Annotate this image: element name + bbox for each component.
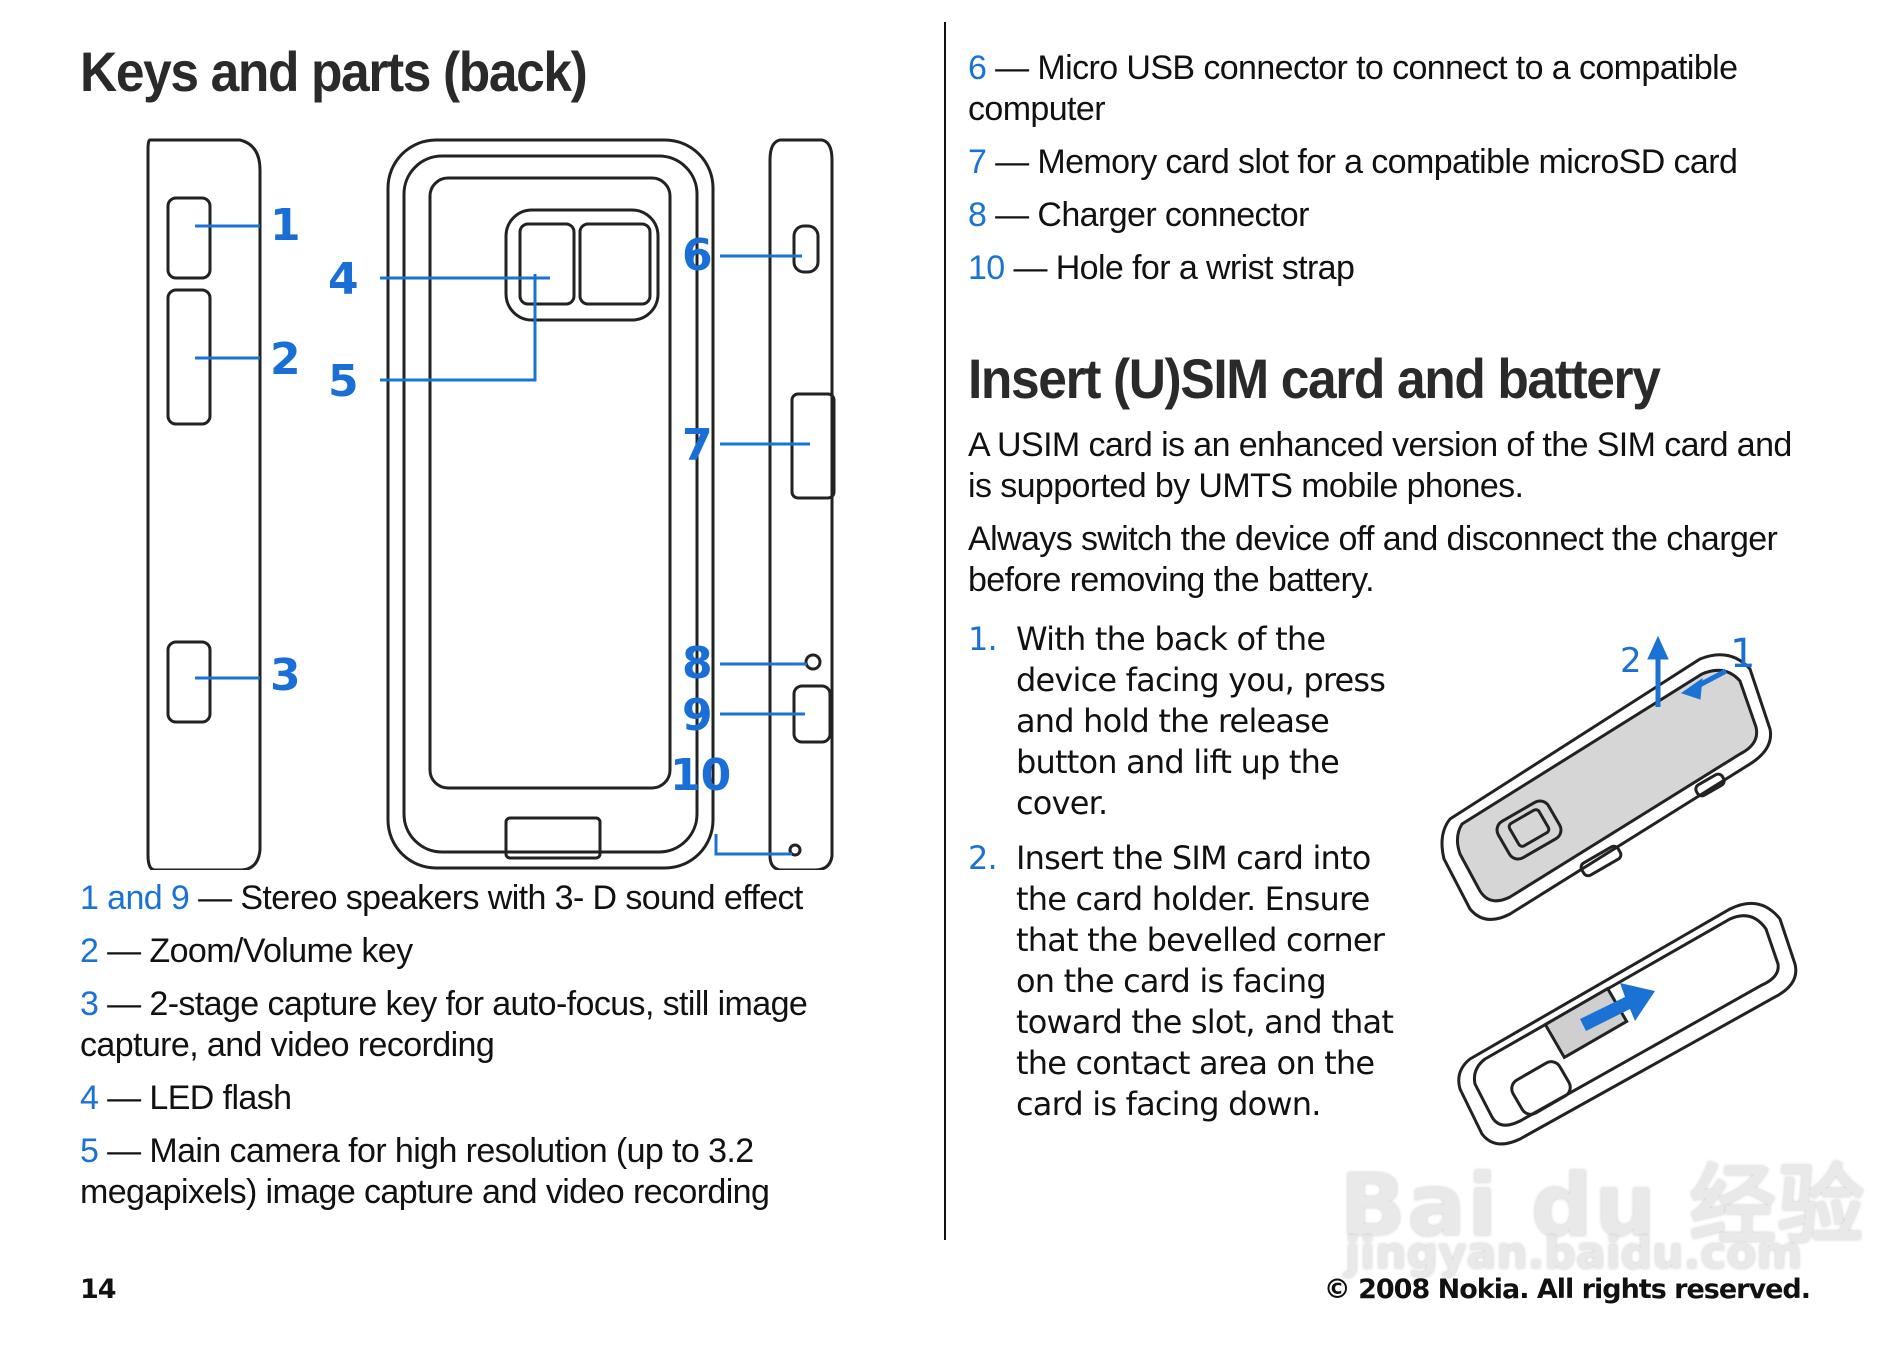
right-column: 6 — Micro USB connector to connect to a … (968, 48, 1818, 1146)
right-side-view (768, 138, 834, 871)
callout-7: 7 (682, 420, 713, 472)
callout-6: 6 (682, 230, 713, 282)
charger-connector (804, 653, 822, 671)
left-side-view (146, 138, 262, 871)
left-column: Keys and parts (back) (80, 40, 880, 1225)
callout-3: 3 (270, 650, 301, 702)
instruction-steps: 1. With the back of the device facing yo… (968, 619, 1818, 1146)
parts-legend-right: 6 — Micro USB connector to connect to a … (968, 48, 1818, 289)
legend-item: 6 — Micro USB connector to connect to a … (968, 49, 1738, 128)
intro-text: A USIM card is an enhanced version of th… (968, 425, 1818, 601)
callout-5: 5 (328, 356, 359, 408)
column-divider (944, 22, 946, 1240)
phone-back-diagram: 1 2 3 4 5 6 7 8 9 10 (80, 130, 880, 871)
phone-with-cover (1440, 653, 1773, 922)
micro-usb-port (792, 224, 820, 274)
step-text: With the back of the device facing you, … (1016, 620, 1386, 823)
legend-item: 2 — Zoom/Volume key (80, 932, 413, 971)
main-camera (578, 222, 652, 306)
capture-key (166, 640, 212, 724)
callout-1: 1 (270, 200, 301, 252)
legend-item: 3 — 2-stage capture key for auto-focus, … (80, 985, 808, 1065)
sim-insertion-illustration: 1 2 (1430, 619, 1830, 1179)
camera-housing (504, 208, 660, 322)
legend-item: 7 — Memory card slot for a compatible mi… (968, 143, 1738, 181)
legend-item: 5 — Main camera for high resolution (up … (80, 1132, 770, 1212)
strap-hole (788, 843, 802, 857)
insert-arrow (1580, 983, 1655, 1032)
callout-2: 2 (270, 334, 301, 386)
legend-item: 4 — LED flash (80, 1079, 292, 1118)
parts-legend-left: 1 and 9 — Stereo speakers with 3- D soun… (80, 878, 880, 1213)
intro-paragraph: A USIM card is an enhanced version of th… (968, 426, 1792, 506)
callout-8: 8 (682, 638, 713, 690)
step-number: 1. (968, 620, 998, 659)
step-item: 1. With the back of the device facing yo… (968, 619, 1418, 824)
callout-step-2: 2 (1620, 641, 1642, 682)
back-view (386, 138, 715, 870)
step-number: 2. (968, 839, 998, 878)
intro-paragraph: Always switch the device off and disconn… (968, 520, 1778, 600)
page-number: 14 (80, 1274, 117, 1305)
callout-step-1: 1 (1730, 631, 1756, 678)
phone-illustration (146, 138, 836, 871)
callout-9: 9 (682, 690, 713, 742)
step-text: Insert the SIM card into the card holder… (1016, 839, 1394, 1124)
phone-isometric-illustration (1440, 636, 1798, 1146)
legend-item: 1 and 9 — Stereo speakers with 3- D soun… (80, 879, 803, 918)
legend-item: 8 — Charger connector (968, 196, 1309, 234)
callout-10: 10 (670, 750, 732, 802)
section-heading-insert-sim: Insert (U)SIM card and battery (968, 347, 1661, 410)
callout-4: 4 (328, 254, 359, 306)
speaker-grille-1 (166, 196, 212, 280)
baidu-watermark-url: jingyan.baidu.com (1345, 1228, 1803, 1279)
legend-item: 10 — Hole for a wrist strap (968, 249, 1355, 287)
step-item: 2. Insert the SIM card into the card hol… (968, 838, 1418, 1125)
baidu-watermark-logo: Bai du 经验 (1340, 1156, 1866, 1256)
phone-open (1457, 902, 1798, 1146)
release-arrows (1647, 636, 1728, 708)
memory-card-slot (790, 392, 836, 500)
led-flash (518, 222, 576, 306)
copyright-notice: © 2008 Nokia. All rights reserved. (1323, 1274, 1811, 1305)
section-heading-keys-and-parts: Keys and parts (back) (80, 40, 588, 103)
